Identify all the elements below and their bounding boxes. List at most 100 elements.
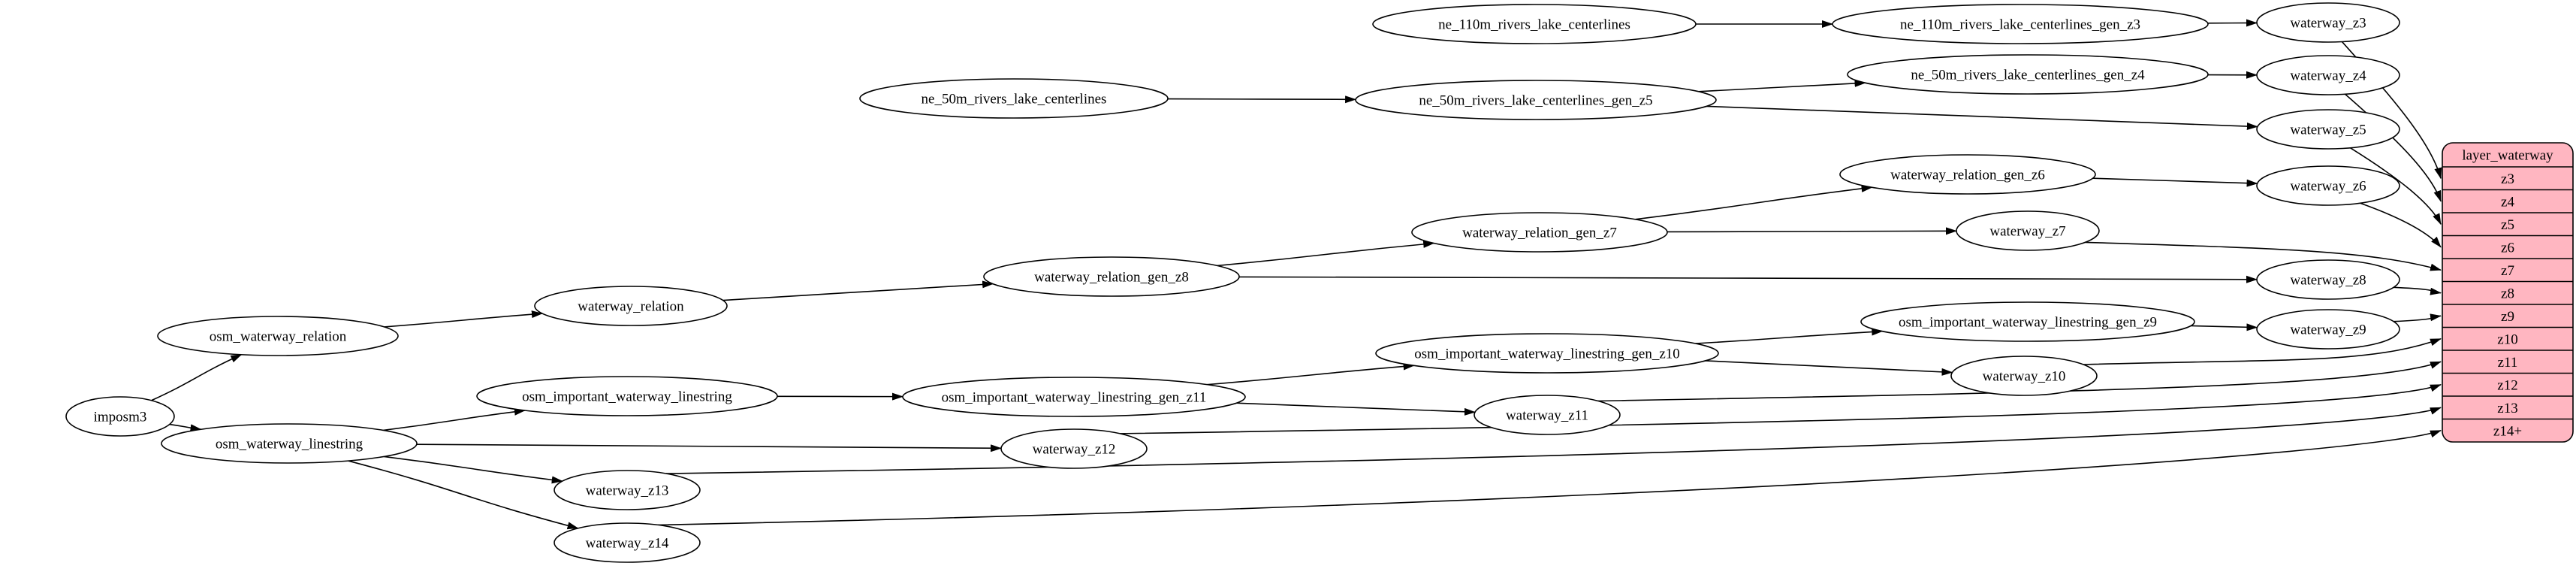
- table-row-z7: z7: [2501, 263, 2514, 279]
- edge-waterway_relation_gen_z7-to-waterway_z7: [1667, 231, 1956, 232]
- node-imposm3: imposm3: [66, 397, 174, 436]
- edge-osm_waterway_linestring-to-waterway_z14: [348, 461, 578, 528]
- node-label-waterway_z8: waterway_z8: [2290, 273, 2366, 289]
- table-row-z10: z10: [2497, 331, 2517, 347]
- node-waterway_z10: waterway_z10: [1951, 356, 2097, 395]
- edge-waterway_z9-to-layer_waterway-z9: [2394, 316, 2441, 321]
- edge-waterway_z12-to-layer_waterway-z12: [1120, 385, 2441, 434]
- edge-waterway_z14-to-layer_waterway-z14+: [658, 431, 2441, 525]
- edge-osm_important_waterway_linestring_gen_z9-to-waterway_z9: [2191, 325, 2257, 327]
- node-label-waterway_z9: waterway_z9: [2290, 322, 2366, 338]
- node-layer: imposm3 osm_waterway_relation osm_waterway…: [66, 3, 2573, 562]
- edge-osm_waterway_relation-to-waterway_relation: [385, 313, 542, 327]
- node-label-waterway_z12: waterway_z12: [1033, 442, 1116, 458]
- edge-waterway_relation_gen_z8-to-waterway_z8: [1239, 277, 2257, 279]
- edge-osm_waterway_linestring-to-waterway_z12: [417, 444, 1001, 448]
- node-label-waterway_z6: waterway_z6: [2290, 179, 2366, 195]
- node-waterway_z11: waterway_z11: [1474, 395, 1620, 434]
- node-label-waterway_relation_gen_z8: waterway_relation_gen_z8: [1034, 270, 1189, 286]
- node-waterway_z9: waterway_z9: [2257, 310, 2400, 349]
- node-label-osm_important_waterway_linestring: osm_important_waterway_linestring: [522, 389, 732, 405]
- edge-layer: [152, 23, 2441, 528]
- node-label-osm_waterway_linestring: osm_waterway_linestring: [216, 437, 363, 452]
- table-row-z6: z6: [2501, 240, 2514, 256]
- node-waterway_z7: waterway_z7: [1956, 211, 2099, 250]
- node-ne_50m_rivers_lake_centerlines_gen_z5: ne_50m_rivers_lake_centerlines_gen_z5: [1356, 80, 1716, 120]
- node-osm_important_waterway_linestring_gen_z10: osm_important_waterway_linestring_gen_z1…: [1376, 334, 1718, 373]
- node-waterway_relation_gen_z6: waterway_relation_gen_z6: [1840, 155, 2095, 194]
- node-label-osm_important_waterway_linestring_gen_z10: osm_important_waterway_linestring_gen_z1…: [1414, 347, 1680, 362]
- node-label-waterway_z5: waterway_z5: [2290, 123, 2366, 138]
- edge-osm_important_waterway_linestring_gen_z11-to-waterway_z11: [1236, 403, 1475, 412]
- node-osm_waterway_relation: osm_waterway_relation: [158, 316, 398, 356]
- node-label-osm_important_waterway_linestring_gen_z11: osm_important_waterway_linestring_gen_z1…: [942, 390, 1207, 406]
- node-label-osm_important_waterway_linestring_gen_z9: osm_important_waterway_linestring_gen_z9: [1899, 315, 2157, 331]
- edge-waterway_z6-to-layer_waterway-z6: [2360, 203, 2441, 247]
- table-title: layer_waterway: [2462, 148, 2553, 164]
- table-row-z8: z8: [2501, 286, 2514, 301]
- node-label-waterway_relation_gen_z7: waterway_relation_gen_z7: [1462, 225, 1617, 241]
- node-waterway_z12: waterway_z12: [1001, 429, 1147, 468]
- edge-waterway_relation_gen_z6-to-waterway_z6: [2093, 178, 2258, 183]
- table-row-z13: z13: [2497, 401, 2517, 416]
- node-osm_important_waterway_linestring_gen_z9: osm_important_waterway_linestring_gen_z9: [1861, 302, 2194, 341]
- edge-waterway_z8-to-layer_waterway-z8: [2394, 287, 2441, 292]
- node-osm_waterway_linestring: osm_waterway_linestring: [161, 424, 417, 463]
- node-label-waterway_relation: waterway_relation: [578, 299, 684, 315]
- edge-osm_important_waterway_linestring_gen_z10-to-osm_important_waterway_linestring_gen_z9: [1696, 331, 1883, 344]
- node-ne_50m_rivers_lake_centerlines_gen_z4: ne_50m_rivers_lake_centerlines_gen_z4: [1848, 55, 2208, 94]
- table-row-z14+: z14+: [2493, 423, 2522, 439]
- edge-osm_important_waterway_linestring_gen_z10-to-waterway_z10: [1706, 361, 1953, 373]
- node-osm_important_waterway_linestring: osm_important_waterway_linestring: [477, 377, 777, 416]
- node-label-ne_50m_rivers_lake_centerlines_gen_z4: ne_50m_rivers_lake_centerlines_gen_z4: [1911, 68, 2145, 83]
- node-waterway_relation: waterway_relation: [535, 286, 727, 325]
- table-row-z4: z4: [2501, 194, 2514, 210]
- edge-waterway_relation_gen_z8-to-waterway_relation_gen_z7: [1217, 244, 1434, 266]
- node-label-imposm3: imposm3: [94, 410, 147, 425]
- node-waterway_z6: waterway_z6: [2257, 166, 2400, 205]
- node-label-ne_110m_rivers_lake_centerlines_gen_z3: ne_110m_rivers_lake_centerlines_gen_z3: [1900, 17, 2140, 33]
- edge-ne_50m_rivers_lake_centerlines_gen_z5-to-waterway_z5: [1706, 106, 2258, 126]
- node-waterway_relation_gen_z8: waterway_relation_gen_z8: [984, 257, 1239, 296]
- node-label-waterway_z13: waterway_z13: [586, 483, 669, 499]
- edge-osm_important_waterway_linestring_gen_z11-to-osm_important_waterway_linestring_gen_z10: [1207, 365, 1413, 384]
- edge-waterway_relation-to-waterway_relation_gen_z8: [723, 284, 993, 301]
- edge-waterway_z7-to-layer_waterway-z7: [2086, 242, 2441, 270]
- edge-ne_50m_rivers_lake_centerlines_gen_z5-to-ne_50m_rivers_lake_centerlines_gen_z4: [1698, 83, 1865, 92]
- table-row-z3: z3: [2501, 171, 2514, 187]
- table-row-z11: z11: [2498, 355, 2518, 371]
- node-label-waterway_z3: waterway_z3: [2290, 16, 2366, 32]
- node-waterway_z5: waterway_z5: [2257, 110, 2400, 149]
- node-label-waterway_relation_gen_z6: waterway_relation_gen_z6: [1890, 168, 2045, 183]
- edge-ne_50m_rivers_lake_centerlines-to-ne_50m_rivers_lake_centerlines_gen_z5: [1168, 99, 1356, 100]
- node-waterway_relation_gen_z7: waterway_relation_gen_z7: [1412, 213, 1667, 252]
- table-row-z12: z12: [2497, 377, 2517, 393]
- edge-osm_waterway_linestring-to-waterway_z13: [384, 456, 562, 481]
- node-ne_110m_rivers_lake_centerlines_gen_z3: ne_110m_rivers_lake_centerlines_gen_z3: [1832, 5, 2208, 44]
- table-row-z9: z9: [2501, 309, 2514, 325]
- node-label-ne_50m_rivers_lake_centerlines: ne_50m_rivers_lake_centerlines: [922, 92, 1107, 107]
- node-label-waterway_z10: waterway_z10: [1983, 369, 2066, 385]
- node-waterway_z14: waterway_z14: [554, 523, 700, 562]
- table-row-z5: z5: [2501, 217, 2514, 233]
- node-label-waterway_z14: waterway_z14: [586, 536, 669, 552]
- node-waterway_z8: waterway_z8: [2257, 260, 2400, 299]
- node-label-osm_waterway_relation: osm_waterway_relation: [210, 329, 347, 345]
- edge-waterway_relation_gen_z7-to-waterway_relation_gen_z6: [1635, 187, 1872, 219]
- node-ne_50m_rivers_lake_centerlines: ne_50m_rivers_lake_centerlines: [860, 79, 1168, 118]
- node-waterway_z3: waterway_z3: [2257, 3, 2400, 42]
- edge-waterway_z10-to-layer_waterway-z10: [2083, 339, 2441, 365]
- node-ne_110m_rivers_lake_centerlines: ne_110m_rivers_lake_centerlines: [1373, 5, 1696, 44]
- node-label-waterway_z11: waterway_z11: [1506, 408, 1588, 424]
- edge-imposm3-to-osm_waterway_linestring: [170, 425, 201, 430]
- node-label-ne_50m_rivers_lake_centerlines_gen_z5: ne_50m_rivers_lake_centerlines_gen_z5: [1419, 93, 1652, 109]
- table-layer_waterway: layer_waterway z3 z4 z5 z6 z7 z8 z9 z10 z11 z12 z13…: [2442, 143, 2573, 442]
- node-label-ne_110m_rivers_lake_centerlines: ne_110m_rivers_lake_centerlines: [1438, 17, 1630, 33]
- edge-osm_waterway_linestring-to-osm_important_waterway_linestring: [383, 410, 525, 430]
- node-waterway_z4: waterway_z4: [2257, 56, 2400, 95]
- node-label-waterway_z4: waterway_z4: [2290, 68, 2366, 84]
- edge-imposm3-to-osm_waterway_relation: [152, 355, 242, 401]
- node-waterway_z13: waterway_z13: [554, 471, 700, 510]
